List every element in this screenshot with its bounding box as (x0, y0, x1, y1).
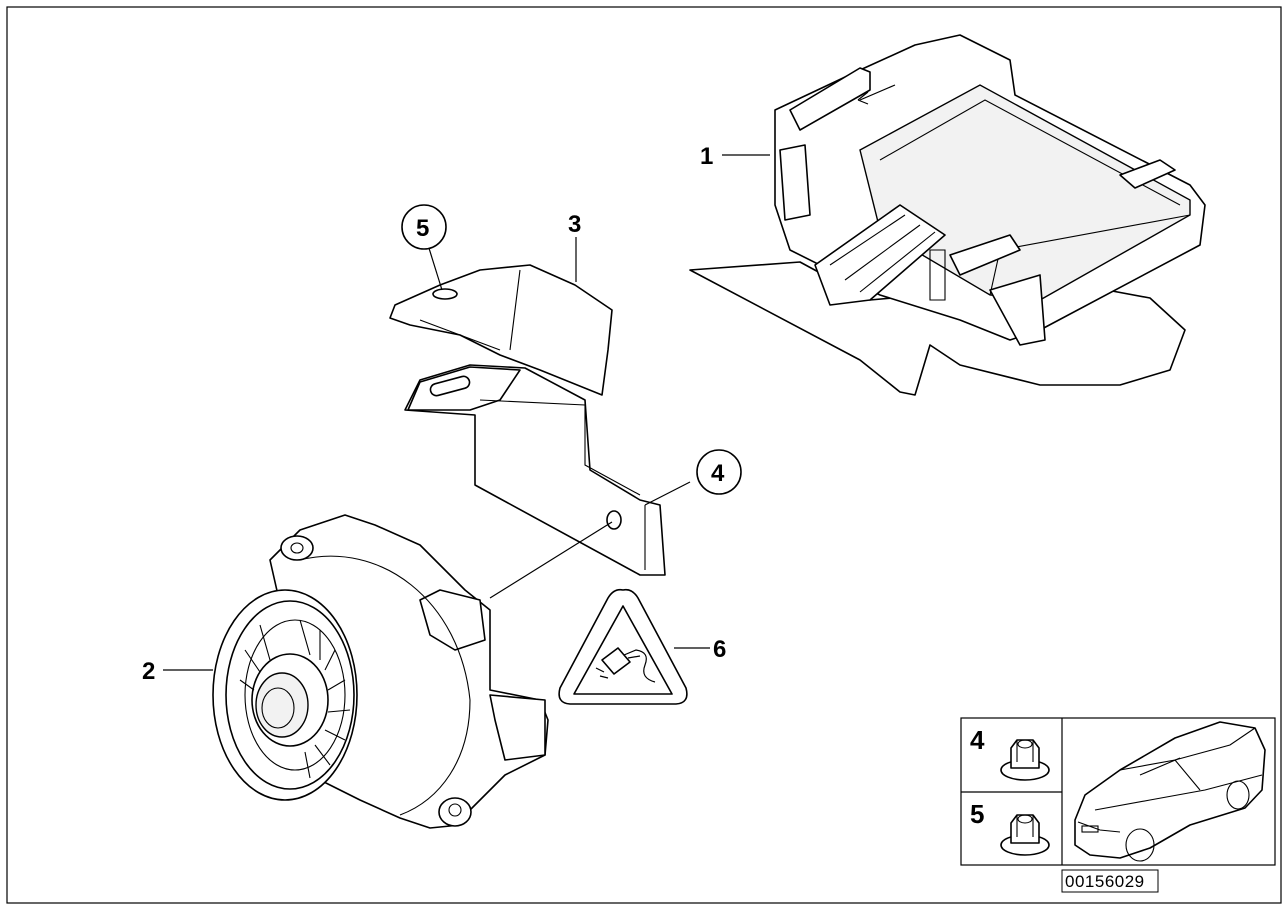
callout-4-circle (696, 449, 742, 495)
callout-5-circle (401, 204, 447, 250)
alarm-control-module-icon (689, 34, 1206, 396)
callout-5: 5 (416, 215, 429, 242)
legend-label-4: 4 (970, 725, 985, 755)
callout-6: 6 (713, 636, 726, 663)
siren-horn-icon (163, 514, 549, 829)
reference-number: 00156029 (1065, 872, 1145, 891)
callout-4: 4 (711, 460, 725, 487)
callout-2: 2 (142, 658, 155, 685)
legend-label-5: 5 (970, 799, 984, 829)
flange-nut-icon (1000, 814, 1050, 856)
callout-1: 1 (700, 143, 713, 170)
warning-label-icon (558, 588, 710, 705)
reference-number-box (1061, 869, 1159, 893)
mounting-bracket-icon (389, 237, 691, 599)
sedan-car-icon (1074, 721, 1266, 862)
diagram-frame (6, 6, 1282, 904)
callout-3: 3 (568, 211, 581, 238)
flange-nut-icon (1000, 739, 1050, 781)
